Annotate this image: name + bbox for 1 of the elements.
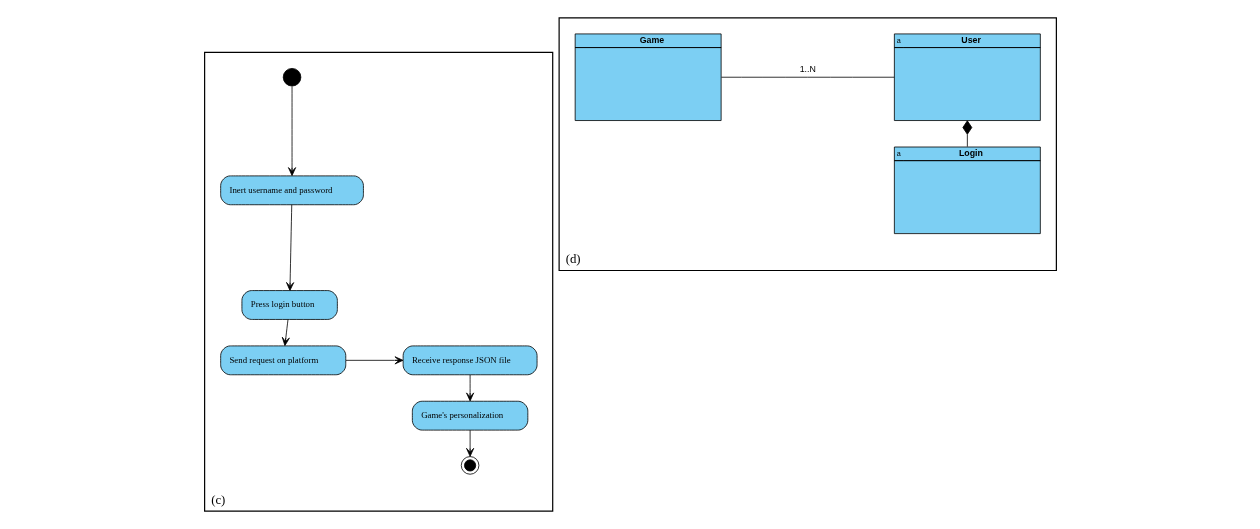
- edge-label: 1..N: [799, 64, 816, 75]
